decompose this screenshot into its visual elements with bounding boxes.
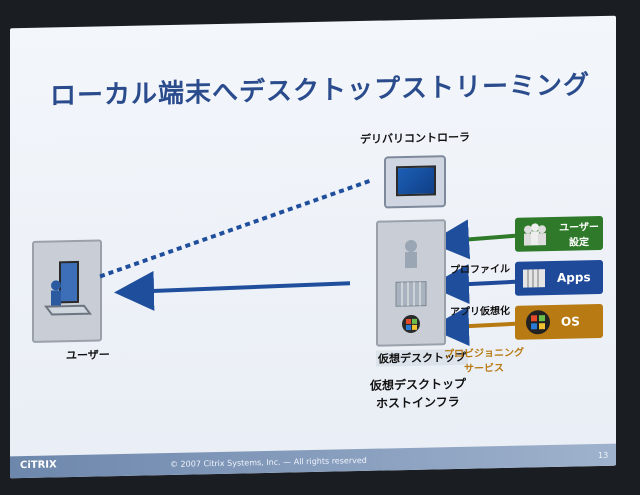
vdi-label-line1: 仮想デスクトップ (370, 376, 467, 393)
os-label: OS (561, 314, 580, 329)
dotted-connection-line (99, 178, 371, 279)
user-device-frame (32, 239, 102, 343)
user-settings-label: ユーザー 設定 (559, 222, 599, 249)
users-icon (524, 223, 546, 246)
streaming-arrow (114, 270, 351, 311)
page-number: 13 (598, 450, 609, 461)
apps-book-icon (523, 269, 545, 288)
citrix-logo: CiTRIX (20, 459, 57, 472)
virtual-desktop-host-frame (376, 219, 446, 347)
apps-pill: Apps (515, 259, 603, 296)
user-settings-pill: ユーザー 設定 (515, 215, 603, 252)
arrows-layer (99, 178, 516, 347)
profile-label: プロファイル (450, 263, 510, 277)
person-icon (405, 239, 417, 252)
apps-icon (395, 281, 427, 307)
app-virtualization-label: アプリ仮想化 (450, 305, 510, 319)
profile-arrow (429, 219, 516, 260)
vdi-label-line2: ホストインフラ (376, 394, 460, 411)
presentation-slide: ローカル端末へデスクトップストリーミング ユーザー デリバリコントローラ (10, 15, 616, 479)
provisioning-label: プロビジョニング サービス (444, 347, 524, 375)
user-laptop-icon (44, 260, 92, 316)
footer-copyright: © 2007 Citrix Systems, Inc. — All rights… (170, 455, 367, 469)
apps-label: Apps (557, 270, 591, 285)
windows-logo-icon (526, 310, 550, 335)
os-pill: OS (515, 303, 603, 340)
apps-arrow (429, 264, 516, 305)
os-arrow (429, 306, 516, 347)
